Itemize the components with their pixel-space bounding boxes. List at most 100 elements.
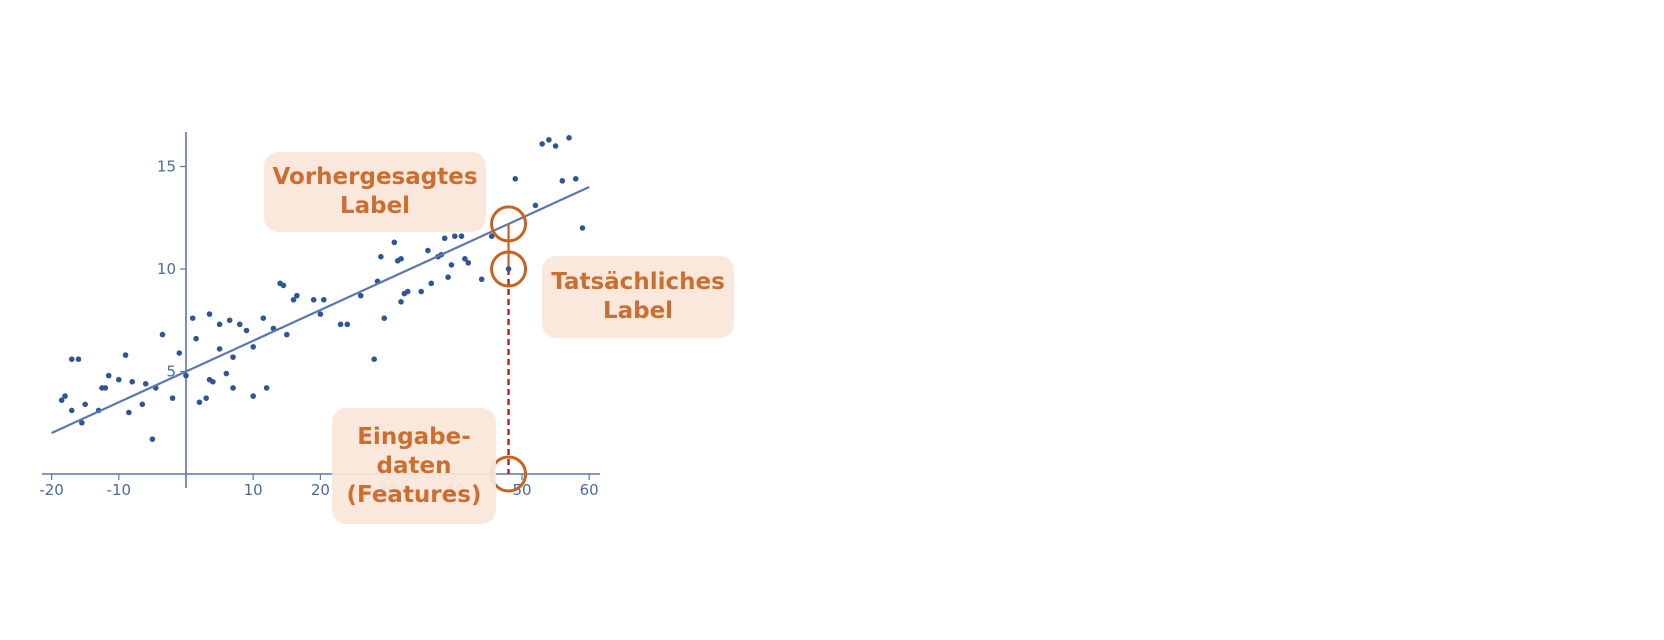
data-point (391, 239, 398, 246)
data-point (428, 280, 435, 287)
data-point (230, 385, 236, 391)
data-point (539, 141, 545, 147)
data-point (176, 350, 183, 356)
data-point (452, 233, 458, 239)
data-point (290, 296, 297, 303)
x-tick-label: 50 (512, 481, 531, 499)
y-tick-label: 5 (166, 363, 176, 381)
data-point (465, 260, 472, 266)
data-point (223, 370, 230, 377)
data-point (552, 143, 559, 149)
data-point (250, 344, 256, 350)
data-point (122, 352, 129, 358)
data-point (149, 436, 156, 442)
regression-line (51, 185, 590, 435)
data-point (260, 315, 267, 322)
data-point (82, 401, 88, 408)
data-point (566, 135, 572, 141)
data-point (116, 376, 122, 383)
y-tick-label: 15 (157, 158, 176, 176)
data-point (294, 292, 300, 299)
data-point (243, 327, 250, 334)
data-point (196, 399, 203, 406)
data-point (226, 317, 233, 324)
data-point (559, 178, 566, 184)
data-point (250, 393, 256, 399)
x-tick-label: -10 (107, 481, 132, 499)
data-point (126, 409, 132, 416)
data-point (58, 397, 65, 404)
data-point (79, 419, 85, 426)
x-tick-label: 10 (244, 481, 263, 499)
data-point (478, 276, 485, 283)
data-point (216, 346, 223, 352)
data-point (337, 321, 344, 328)
data-point (357, 292, 364, 299)
data-point (425, 247, 431, 254)
data-point (68, 356, 75, 363)
callout-predicted-line-1: Vorhergesagtes (272, 164, 478, 190)
data-point (381, 315, 388, 322)
data-point (488, 233, 495, 239)
y-tick-label: 10 (157, 260, 176, 278)
callout-input-line-2: daten (376, 452, 452, 479)
callout-actual-label: Tatsächliches Label (542, 256, 734, 338)
actual-marker (490, 250, 528, 288)
callout-predicted-line-2: Label (339, 193, 411, 219)
data-point (448, 262, 455, 268)
data-point (462, 255, 468, 262)
data-point (310, 296, 317, 303)
data-point (280, 282, 287, 289)
data-point (371, 356, 377, 363)
callout-actual-line-2: Label (602, 298, 674, 324)
data-point (193, 335, 199, 342)
data-point (458, 233, 465, 239)
data-point (105, 372, 112, 379)
data-point (189, 315, 196, 322)
data-point (75, 356, 82, 363)
data-point (236, 321, 243, 328)
data-point (418, 288, 425, 295)
data-point (398, 299, 404, 305)
data-point (284, 331, 290, 338)
data-point (398, 255, 404, 262)
callout-predicted-label: Vorhergesagtes Label (264, 152, 486, 232)
data-point (102, 385, 109, 391)
data-point (230, 354, 236, 360)
data-point (572, 176, 579, 182)
callout-actual-line-1: Tatsächliches (551, 269, 725, 295)
data-point (169, 395, 176, 401)
data-point (159, 331, 166, 338)
data-point (344, 321, 351, 328)
callout-input-features: Eingabe- daten (Features) (332, 408, 496, 524)
data-point (206, 311, 213, 317)
x-tick-label: 20 (311, 481, 330, 499)
x-tick-label: 60 (580, 481, 599, 499)
highlight-point (505, 266, 512, 272)
data-point (203, 395, 209, 401)
data-point (216, 321, 223, 328)
data-point (404, 288, 411, 295)
data-point (445, 274, 451, 281)
data-point (142, 381, 149, 387)
x-tick-label: -20 (39, 481, 64, 499)
predicted-marker (490, 205, 528, 243)
data-point (183, 372, 189, 379)
data-point (512, 176, 519, 182)
data-point (546, 137, 552, 143)
data-point (532, 202, 539, 209)
data-point (441, 235, 448, 242)
data-point (129, 378, 136, 385)
data-point (210, 378, 216, 385)
data-point (62, 393, 68, 399)
data-point (378, 253, 384, 260)
data-point (320, 296, 327, 303)
data-point (579, 225, 586, 231)
data-point (317, 311, 324, 317)
callout-input-line-1: Eingabe- (357, 423, 471, 450)
callout-input-line-3: (Features) (346, 481, 482, 508)
data-point (139, 401, 146, 408)
data-point (263, 385, 270, 391)
